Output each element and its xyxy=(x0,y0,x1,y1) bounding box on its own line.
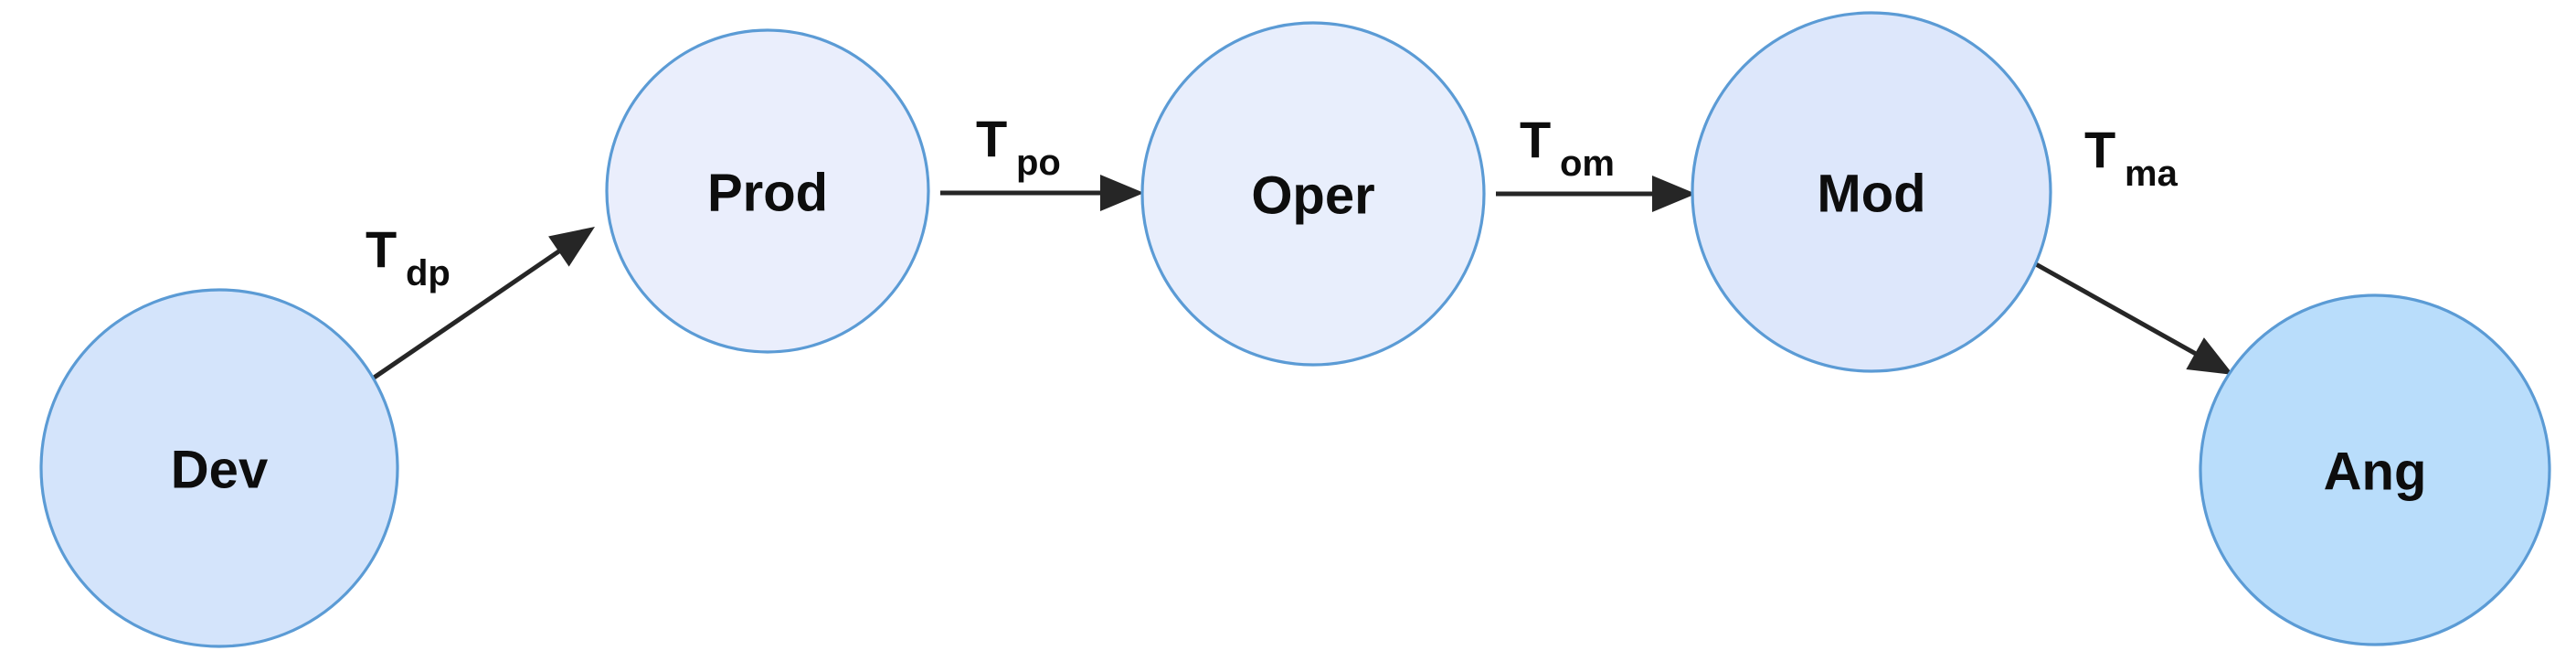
edge-label-sub-dp: dp xyxy=(406,253,451,293)
edge-po[interactable] xyxy=(940,175,1144,211)
edge-label-sub-om: om xyxy=(1560,144,1615,184)
arrowhead-icon-dp xyxy=(548,227,595,267)
node-oper[interactable]: Oper xyxy=(1140,21,1486,367)
node-label-ang: Ang xyxy=(2324,443,2427,502)
node-dev[interactable]: Dev xyxy=(39,288,399,648)
node-label-dev: Dev xyxy=(171,441,268,500)
arrowhead-icon-om xyxy=(1652,176,1696,212)
node-circle-oper xyxy=(1140,21,1486,367)
edges-layer xyxy=(363,175,2233,387)
edge-label-sub-ma: ma xyxy=(2125,154,2178,194)
arrowhead-icon-po xyxy=(1100,175,1144,211)
edge-label-main-om: T xyxy=(1520,111,1551,168)
edge-line-ma xyxy=(2034,261,2201,358)
edge-label-main-dp: T xyxy=(366,220,397,278)
edge-om[interactable] xyxy=(1496,176,1696,212)
node-circle-mod xyxy=(1691,11,2052,373)
node-label-prod: Prod xyxy=(707,164,828,223)
edge-ma[interactable] xyxy=(2034,261,2233,375)
node-mod[interactable]: Mod xyxy=(1691,11,2052,373)
edge-line-dp xyxy=(363,246,565,387)
node-circle-dev xyxy=(39,288,399,648)
node-label-mod: Mod xyxy=(1817,165,1925,224)
arrowhead-icon-ma xyxy=(2186,337,2233,375)
edge-label-main-po: T xyxy=(976,110,1007,167)
node-circle-prod xyxy=(605,28,930,354)
edge-label-main-ma: T xyxy=(2084,121,2115,178)
node-prod[interactable]: Prod xyxy=(605,28,930,354)
node-ang[interactable]: Ang xyxy=(2199,293,2551,646)
node-label-oper: Oper xyxy=(1251,166,1374,226)
edge-label-sub-po: po xyxy=(1016,143,1061,183)
edge-dp[interactable] xyxy=(363,227,595,387)
node-circle-ang xyxy=(2199,293,2551,646)
